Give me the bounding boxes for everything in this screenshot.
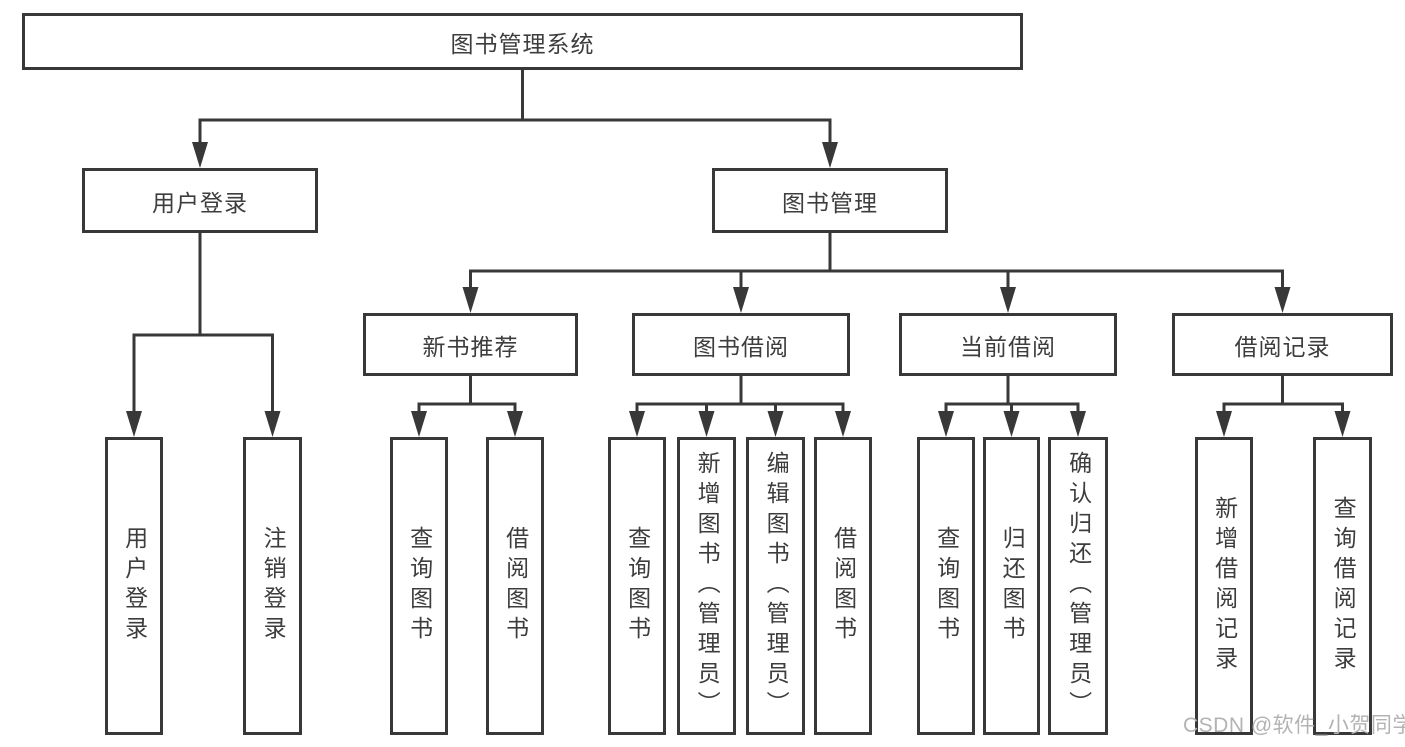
node-new-book-recommend: 新书推荐 bbox=[363, 313, 578, 376]
node-label: 新增图书（管理员） bbox=[694, 451, 721, 721]
node-leaf-borrow-books-1: 借阅图书 bbox=[486, 437, 544, 735]
node-label: 确认归还（管理员） bbox=[1065, 451, 1092, 721]
node-borrowing-records: 借阅记录 bbox=[1172, 313, 1393, 376]
node-book-management: 图书管理 bbox=[712, 168, 948, 233]
node-label: 图书管理系统 bbox=[450, 30, 595, 57]
node-label: 注销登录 bbox=[260, 526, 287, 646]
arrowhead-icon bbox=[1000, 287, 1016, 313]
arrowhead-icon bbox=[1334, 411, 1351, 437]
node-leaf-return-book: 归还图书 bbox=[983, 437, 1040, 735]
node-book-borrowing: 图书借阅 bbox=[632, 313, 850, 376]
node-user-login-branch: 用户登录 bbox=[82, 168, 318, 233]
arrowhead-icon bbox=[1070, 411, 1086, 437]
node-leaf-user-login: 用户登录 bbox=[105, 437, 163, 735]
node-leaf-add-book-admin: 新增图书（管理员） bbox=[677, 437, 736, 735]
node-label: 借阅记录 bbox=[1234, 333, 1331, 360]
node-leaf-edit-book-admin: 编辑图书（管理员） bbox=[746, 437, 805, 735]
arrowhead-icon bbox=[264, 411, 281, 437]
arrowhead-icon bbox=[938, 411, 954, 437]
node-label: 新增借阅记录 bbox=[1211, 496, 1238, 676]
node-current-borrowing: 当前借阅 bbox=[899, 313, 1117, 376]
arrowhead-icon bbox=[462, 287, 479, 313]
node-leaf-query-books-2: 查询图书 bbox=[608, 437, 666, 735]
node-label: 借阅图书 bbox=[502, 526, 529, 646]
node-label: 用户登录 bbox=[152, 189, 248, 216]
arrowhead-icon bbox=[126, 411, 142, 437]
arrowhead-icon bbox=[411, 411, 427, 437]
node-label: 归还图书 bbox=[999, 526, 1026, 646]
arrowhead-icon bbox=[822, 142, 838, 168]
node-label: 查询借阅记录 bbox=[1330, 496, 1357, 676]
node-label: 图书管理 bbox=[782, 189, 878, 216]
arrowhead-icon bbox=[629, 411, 645, 437]
node-label: 查询图书 bbox=[406, 526, 433, 646]
node-leaf-query-borrow-record: 查询借阅记录 bbox=[1313, 437, 1372, 735]
node-label: 新书推荐 bbox=[422, 333, 519, 360]
node-leaf-logout: 注销登录 bbox=[243, 437, 302, 735]
node-label: 查询图书 bbox=[624, 526, 651, 646]
node-label: 用户登录 bbox=[121, 526, 148, 646]
arrowhead-icon bbox=[1274, 287, 1291, 313]
arrowhead-icon bbox=[1216, 411, 1232, 437]
node-label: 编辑图书（管理员） bbox=[763, 451, 790, 721]
arrowhead-icon bbox=[1003, 411, 1020, 437]
node-label: 当前借阅 bbox=[960, 333, 1056, 360]
node-label: 查询图书 bbox=[933, 526, 960, 646]
node-label: 图书借阅 bbox=[693, 333, 789, 360]
node-leaf-query-books-3: 查询图书 bbox=[917, 437, 975, 735]
arrowhead-icon bbox=[507, 411, 523, 437]
node-label: 借阅图书 bbox=[830, 526, 857, 646]
node-leaf-borrow-books-2: 借阅图书 bbox=[814, 437, 872, 735]
arrowhead-icon bbox=[733, 287, 749, 313]
arrowhead-icon bbox=[767, 411, 784, 437]
arrowhead-icon bbox=[698, 411, 715, 437]
csdn-watermark: CSDN @软件_小贺同学 bbox=[1183, 714, 1405, 737]
node-leaf-add-borrow-record: 新增借阅记录 bbox=[1195, 437, 1253, 735]
node-leaf-query-books-1: 查询图书 bbox=[390, 437, 448, 735]
node-system-root: 图书管理系统 bbox=[22, 13, 1023, 70]
node-leaf-confirm-return-admin: 确认归还（管理员） bbox=[1048, 437, 1108, 735]
arrowhead-icon bbox=[192, 142, 208, 168]
arrowhead-icon bbox=[835, 411, 851, 437]
